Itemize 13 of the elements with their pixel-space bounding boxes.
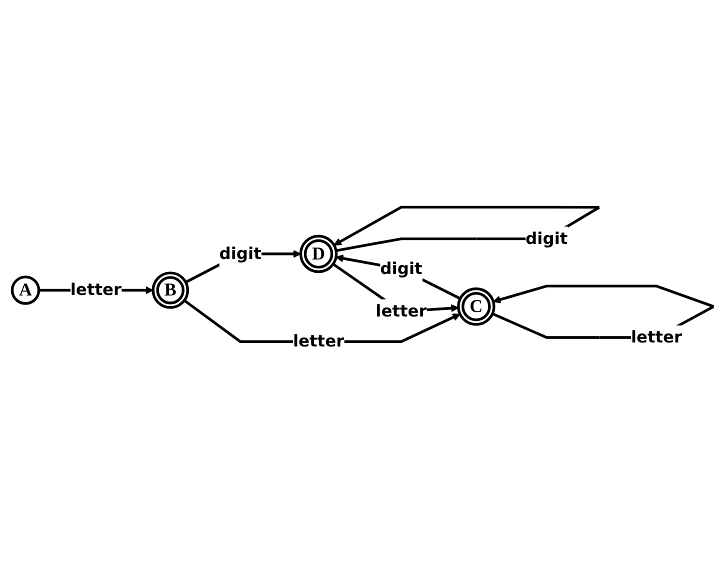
arrow xyxy=(336,254,461,300)
node-circle: B xyxy=(152,272,190,309)
edge-label: letter xyxy=(630,328,682,347)
edge-label: letter xyxy=(376,302,427,321)
edge-label: letter xyxy=(292,332,344,352)
node-circle: C xyxy=(457,287,496,326)
arrow xyxy=(184,299,460,343)
node-circle: D xyxy=(299,234,338,274)
edge-label: letter xyxy=(70,280,122,300)
node-circle: A xyxy=(10,276,40,305)
edge-label: digit xyxy=(219,244,262,264)
edge-label: digit xyxy=(526,229,568,248)
edge-label: digit xyxy=(380,260,422,278)
